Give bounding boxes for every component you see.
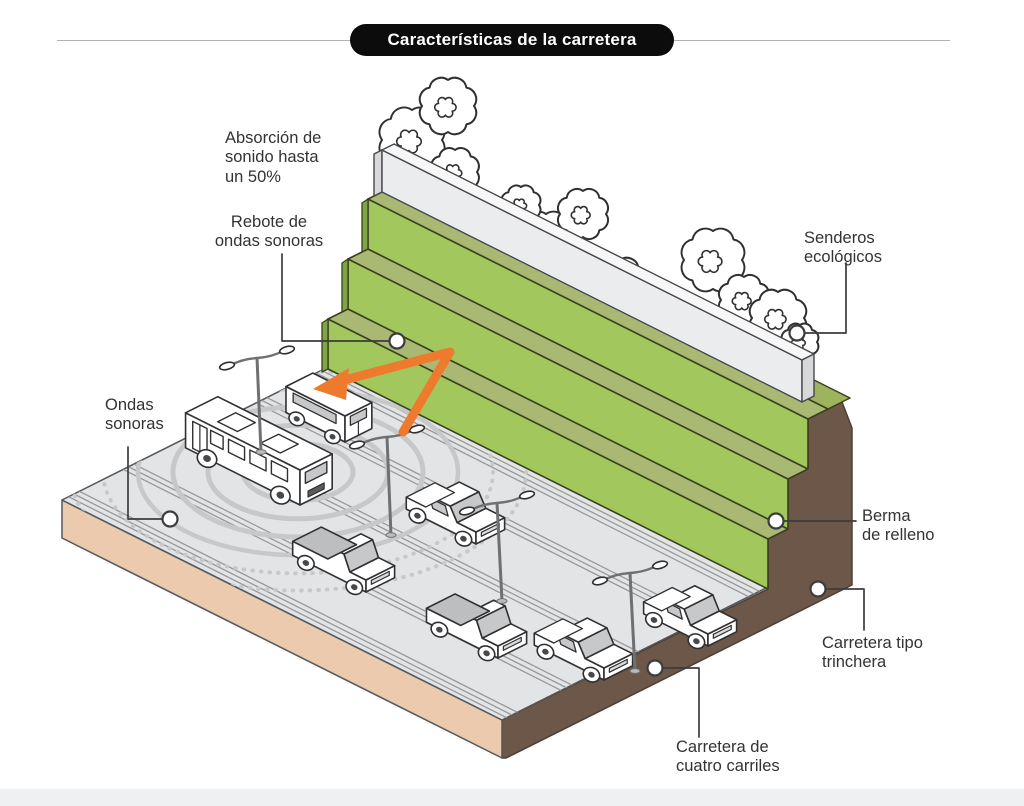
label-line: trinchera bbox=[822, 653, 887, 672]
pickup-truck-icon bbox=[425, 593, 528, 662]
vehicles bbox=[184, 372, 738, 683]
label-line: ondas sonoras bbox=[214, 232, 324, 251]
label-line: Absorción de bbox=[225, 129, 322, 147]
label-sound-waves: Ondas sonoras bbox=[105, 396, 164, 435]
label-trench-road: Carretera tipo trinchera bbox=[822, 634, 923, 673]
label-line: sonido hasta bbox=[225, 148, 319, 167]
car-icon bbox=[533, 617, 634, 683]
pickup-truck-icon bbox=[291, 526, 396, 596]
label-fill-berm: Berma de relleno bbox=[862, 507, 934, 546]
bus-icon bbox=[184, 395, 333, 506]
label-line: ecológicos bbox=[804, 248, 882, 267]
anchor-dot bbox=[788, 324, 806, 342]
label-sound-absorption: Absorción de sonido hasta un 50% bbox=[225, 129, 321, 187]
anchor-dot bbox=[388, 332, 406, 350]
label-eco-paths: Senderos ecológicos bbox=[804, 229, 882, 268]
label-line: Ondas bbox=[105, 396, 154, 414]
street-lamps bbox=[218, 345, 669, 674]
label-line: de relleno bbox=[862, 526, 935, 545]
anchor-dot bbox=[161, 510, 179, 528]
background bbox=[0, 789, 1024, 806]
label-line: cuatro carriles bbox=[676, 757, 780, 776]
street-lamp-icon bbox=[218, 345, 296, 455]
car-icon bbox=[642, 584, 738, 650]
label-connectors bbox=[127, 253, 865, 738]
label-wave-bounce: Rebote de ondas sonoras bbox=[203, 213, 335, 252]
label-line: Carretera tipo bbox=[822, 634, 923, 652]
anchor-dot bbox=[809, 580, 827, 598]
label-line: Rebote de bbox=[230, 213, 308, 231]
anchor-dot bbox=[767, 512, 785, 530]
sound-bounce-arrow bbox=[313, 347, 455, 437]
label-line: sonoras bbox=[105, 415, 164, 434]
van-icon bbox=[285, 372, 373, 445]
label-four-lane-road: Carretera de cuatro carriles bbox=[676, 738, 780, 777]
page-title: Características de la carretera bbox=[350, 24, 674, 56]
street-lamp-icon bbox=[591, 560, 669, 674]
label-line: Senderos bbox=[804, 229, 875, 247]
street-lamp-icon bbox=[458, 490, 536, 604]
label-line: un 50% bbox=[225, 167, 281, 186]
label-line: Berma bbox=[862, 507, 911, 525]
anchor-dot bbox=[646, 659, 664, 677]
label-line: Carretera de bbox=[676, 738, 769, 756]
